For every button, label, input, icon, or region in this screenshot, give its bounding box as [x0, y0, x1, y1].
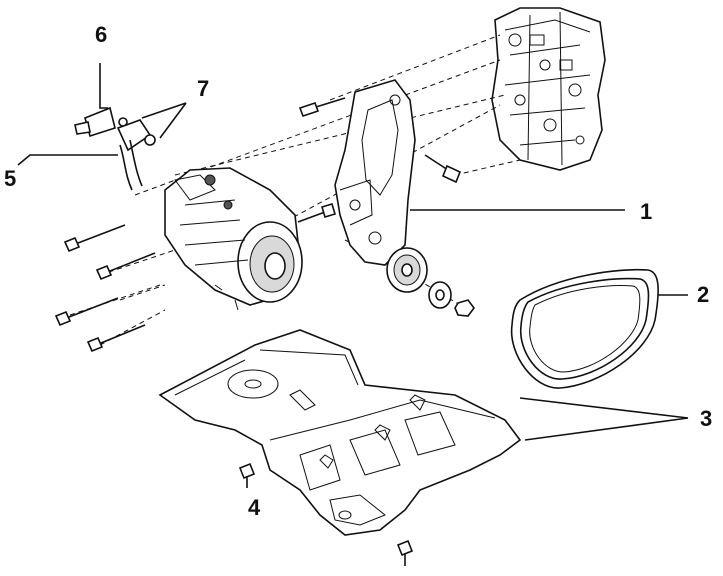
- engine-under-cover: [158, 329, 522, 536]
- bracket-side-bolt: [424, 154, 462, 184]
- engine-block: [491, 7, 606, 171]
- refrigerant-hose-fittings: [74, 106, 156, 191]
- assembly-guide-lines: [69, 34, 521, 346]
- callout-1: 1: [640, 199, 652, 224]
- callout-6: 6: [95, 22, 107, 47]
- bracket-lower-bolt: [297, 203, 336, 223]
- ac-compressor: [164, 167, 303, 311]
- callout-7: 7: [197, 76, 209, 101]
- callout-leaders: [17, 63, 689, 441]
- pulley-washer: [428, 281, 452, 309]
- compressor-bracket: [334, 79, 416, 266]
- compressor-mounting-bolts: [54, 224, 156, 353]
- callout-5: 5: [4, 166, 16, 191]
- pulley-nut: [454, 299, 475, 317]
- drive-belt: [510, 268, 659, 389]
- cover-screws: [238, 462, 414, 566]
- bracket-top-bolt: [298, 97, 346, 118]
- callout-2: 2: [697, 282, 709, 307]
- callout-4: 4: [248, 495, 261, 520]
- callout-3: 3: [700, 406, 712, 431]
- idler-pulley: [386, 247, 428, 293]
